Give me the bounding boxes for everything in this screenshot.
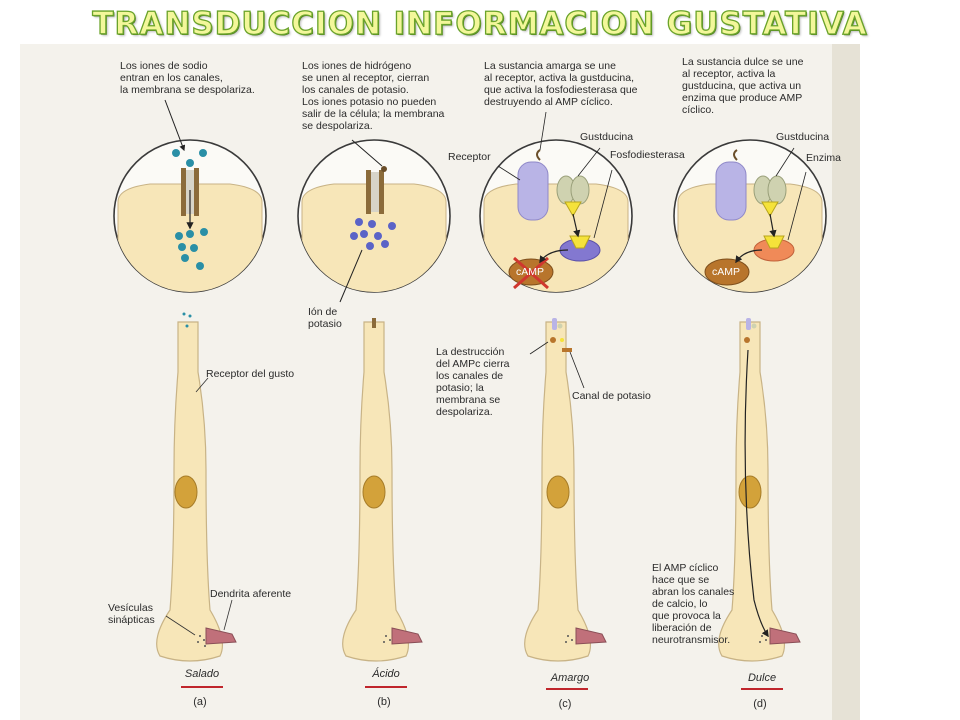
panel-c-cell <box>524 318 607 662</box>
panel-c-circle <box>479 111 633 293</box>
panel-d-description: La sustancia dulce se une al receptor, a… <box>682 56 804 116</box>
panel-a-description: Los iones de sodio entran en los canales… <box>120 60 255 96</box>
panel-d-cell <box>718 318 801 662</box>
panel-a-letter: (a) <box>193 696 207 708</box>
panel-b-caption: Ácido <box>372 668 400 680</box>
panel-c-camp-label: cAMP <box>516 266 545 278</box>
panel-d-gustducin-label: Gustducina <box>776 131 830 143</box>
panel-a-caption: Salado <box>184 668 220 680</box>
panel-b-ion-label: Ión de potasio <box>308 306 342 330</box>
panel-d-camp-label: cAMP <box>712 266 741 278</box>
panel-a-cell <box>156 312 237 662</box>
panel-b-circle <box>297 139 451 303</box>
panel-d-underline <box>741 688 783 690</box>
panel-a-vesicles-label: Vesículas sinápticas <box>108 602 155 626</box>
panel-c-gustducin-label: Gustducina <box>580 131 634 143</box>
panel-c-k-channel-label: Canal de potasio <box>572 390 651 402</box>
panel-a-receptor-label: Receptor del gusto <box>206 368 295 380</box>
panel-c-description: La sustancia amarga se une al receptor, … <box>484 60 638 108</box>
panel-c-receptor-label: Receptor <box>448 151 491 163</box>
page-title: TRANSDUCCION INFORMACION GUSTATIVA <box>92 5 868 42</box>
panel-b-cell <box>342 318 423 662</box>
panel-c-destruction-note: La destrucción del AMPc cierra los canal… <box>436 346 510 418</box>
panel-a-underline <box>181 686 223 688</box>
panel-b-description: Los iones de hidrógeno se unen al recept… <box>302 60 445 132</box>
panel-a-dendrite-label: Dendrita aferente <box>210 588 292 600</box>
panel-c-caption: Amargo <box>550 672 590 684</box>
panel-c-letter: (c) <box>558 698 572 710</box>
panel-b-underline <box>365 686 407 688</box>
panel-a-circle <box>113 99 267 293</box>
panel-d-circle <box>673 139 827 293</box>
panel-d-calcium-note: El AMP cíclico hace que se abran los can… <box>652 562 735 646</box>
panel-d-enzyme-label: Enzima <box>806 152 842 164</box>
panel-b-letter: (b) <box>377 696 391 708</box>
panel-d-letter: (d) <box>753 698 767 710</box>
book-page-edge <box>832 44 860 720</box>
panel-c-underline <box>546 688 588 690</box>
panel-c-pde-label: Fosfodiesterasa <box>610 149 685 161</box>
panel-d-caption: Dulce <box>747 672 777 684</box>
